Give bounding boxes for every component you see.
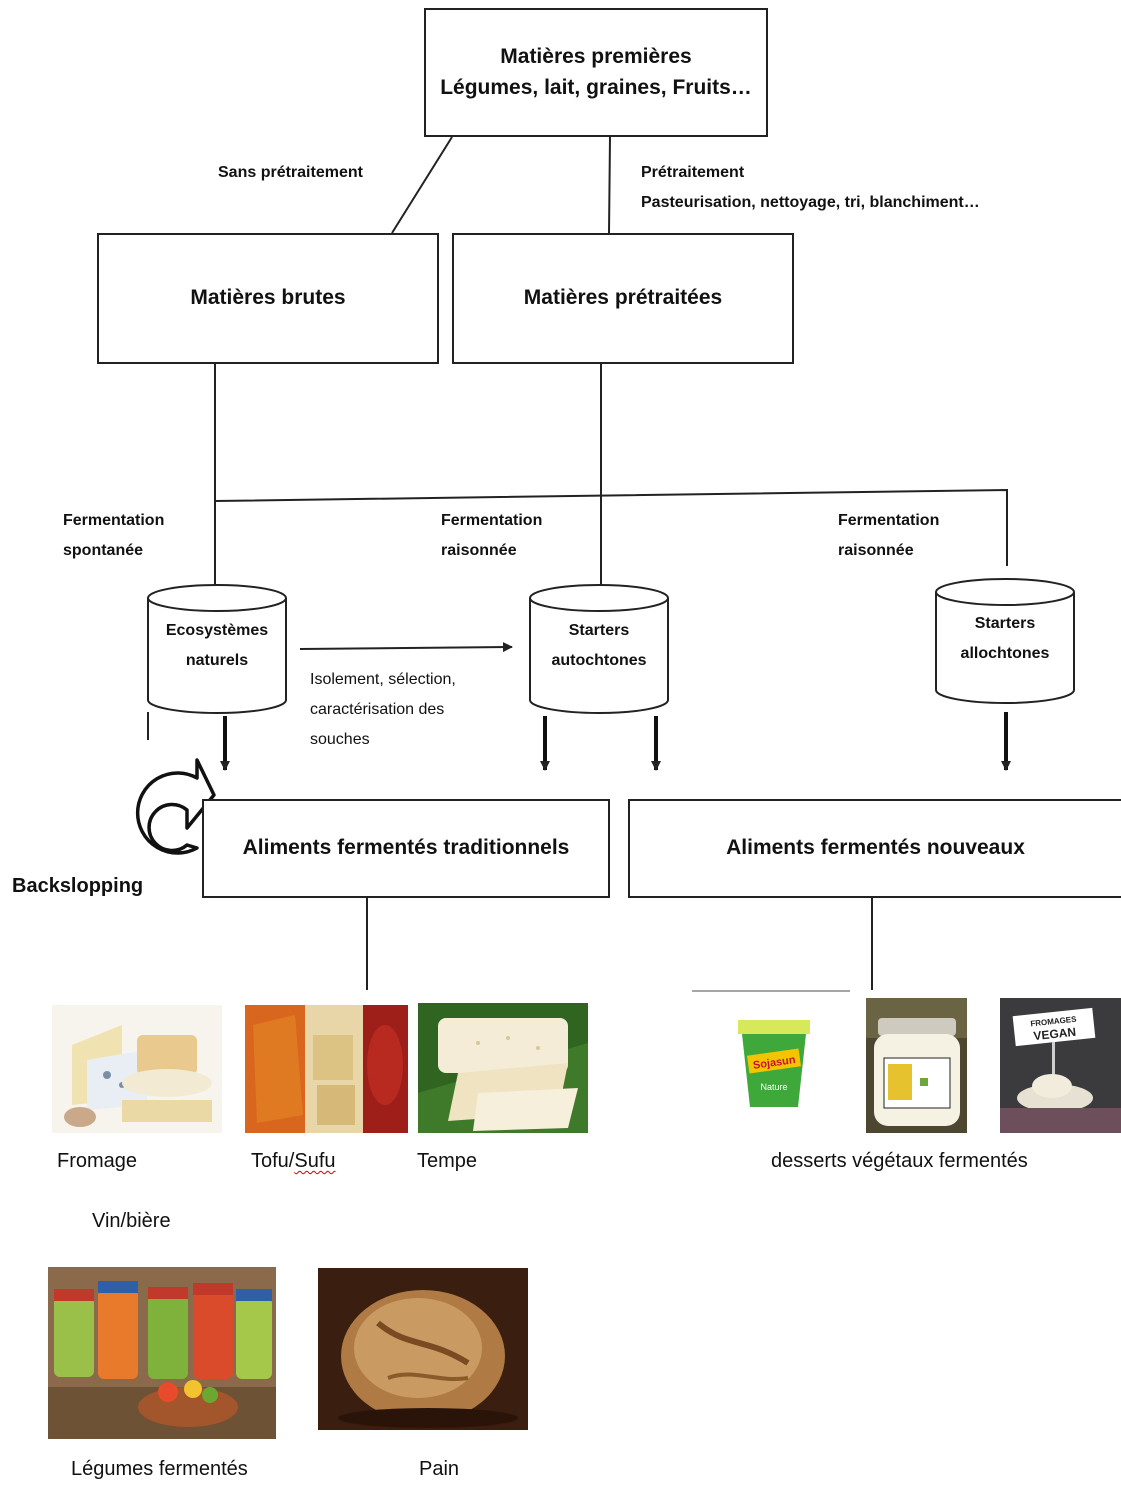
raw-materials-examples: Légumes, lait, graines, Fruits… [440, 75, 752, 99]
label-pretreatment: Prétraitement Pasteurisation, nettoyage,… [641, 158, 980, 218]
label-pretreatment-title: Prétraitement [641, 164, 745, 181]
cylinder-autochthonous-starters: Starters autochtones [551, 622, 647, 669]
photo-vegan-cheese-book: FROMAGES VEGAN [1000, 998, 1121, 1133]
cylinder-allochthonous-starters: Starters allochtones [960, 615, 1050, 662]
label-reasoned-fermentation-2: Fermentation raisonnée [838, 512, 940, 559]
photo-tofu-sufu [245, 1005, 408, 1133]
box-traditional-foods: Aliments fermentés traditionnels [202, 799, 610, 898]
caption-wine-beer: Vin/bière [92, 1210, 171, 1232]
vegan-book-title-2: VEGAN [1033, 1025, 1077, 1043]
label-reasoned-fermentation-1: Fermentation raisonnée [441, 512, 543, 559]
box-novel-foods: Aliments fermentés nouveaux [628, 799, 1121, 898]
raw-materials-title: Matières premières [500, 45, 692, 69]
nature-text: Nature [760, 1082, 787, 1092]
caption-tofu: Tofu/ [251, 1150, 295, 1172]
arrow-isolation [299, 642, 513, 653]
caption-tofu-sufu: Tofu/Sufu [251, 1150, 336, 1173]
caption-plant-desserts: desserts végétaux fermentés [771, 1150, 1028, 1172]
label-isolation: Isolement, sélection, caractérisation de… [310, 671, 456, 748]
label-backslopping: Backslopping [12, 875, 144, 897]
photo-bread [318, 1268, 528, 1430]
connector-raw-to-crude [391, 136, 453, 234]
cylinder-allochthonous-shape [935, 578, 1075, 704]
cylinder-natural-ecosystems: Ecosystèmes naturels [165, 622, 269, 669]
photo-fermented-vegetables [48, 1267, 276, 1439]
caption-tempe: Tempe [417, 1150, 478, 1172]
caption-bread: Pain [419, 1458, 460, 1480]
box-crude-materials: Matières brutes [97, 233, 439, 364]
photo-soy-dessert: Sojasun Nature [730, 1012, 815, 1112]
label-spontaneous-fermentation: Fermentation spontanée [63, 512, 165, 559]
caption-cheese: Fromage [57, 1150, 138, 1172]
sojasun-text: Sojasun [752, 1054, 796, 1072]
photo-cheese [52, 1005, 222, 1133]
backslopping-icon [135, 758, 216, 855]
cylinder-autochthonous-shape [529, 584, 669, 714]
label-pretreatment-steps: Pasteurisation, nettoyage, tri, blanchim… [641, 194, 980, 211]
label-no-pretreatment: Sans prétraitement [218, 164, 363, 181]
cylinder-natural-shape [147, 584, 287, 714]
connector-horizontal-bus [214, 488, 1008, 566]
box-pretreated-materials: Matières prétraitées [452, 233, 794, 364]
photo-tempe [418, 1003, 588, 1133]
connector-raw-to-pretreated [608, 136, 611, 234]
box-raw-materials: Matières premières Légumes, lait, graine… [424, 8, 768, 137]
photo-yogurt-jar [866, 998, 967, 1133]
caption-sufu: Sufu [294, 1150, 336, 1172]
caption-fermented-vegetables: Légumes fermentés [71, 1458, 248, 1480]
